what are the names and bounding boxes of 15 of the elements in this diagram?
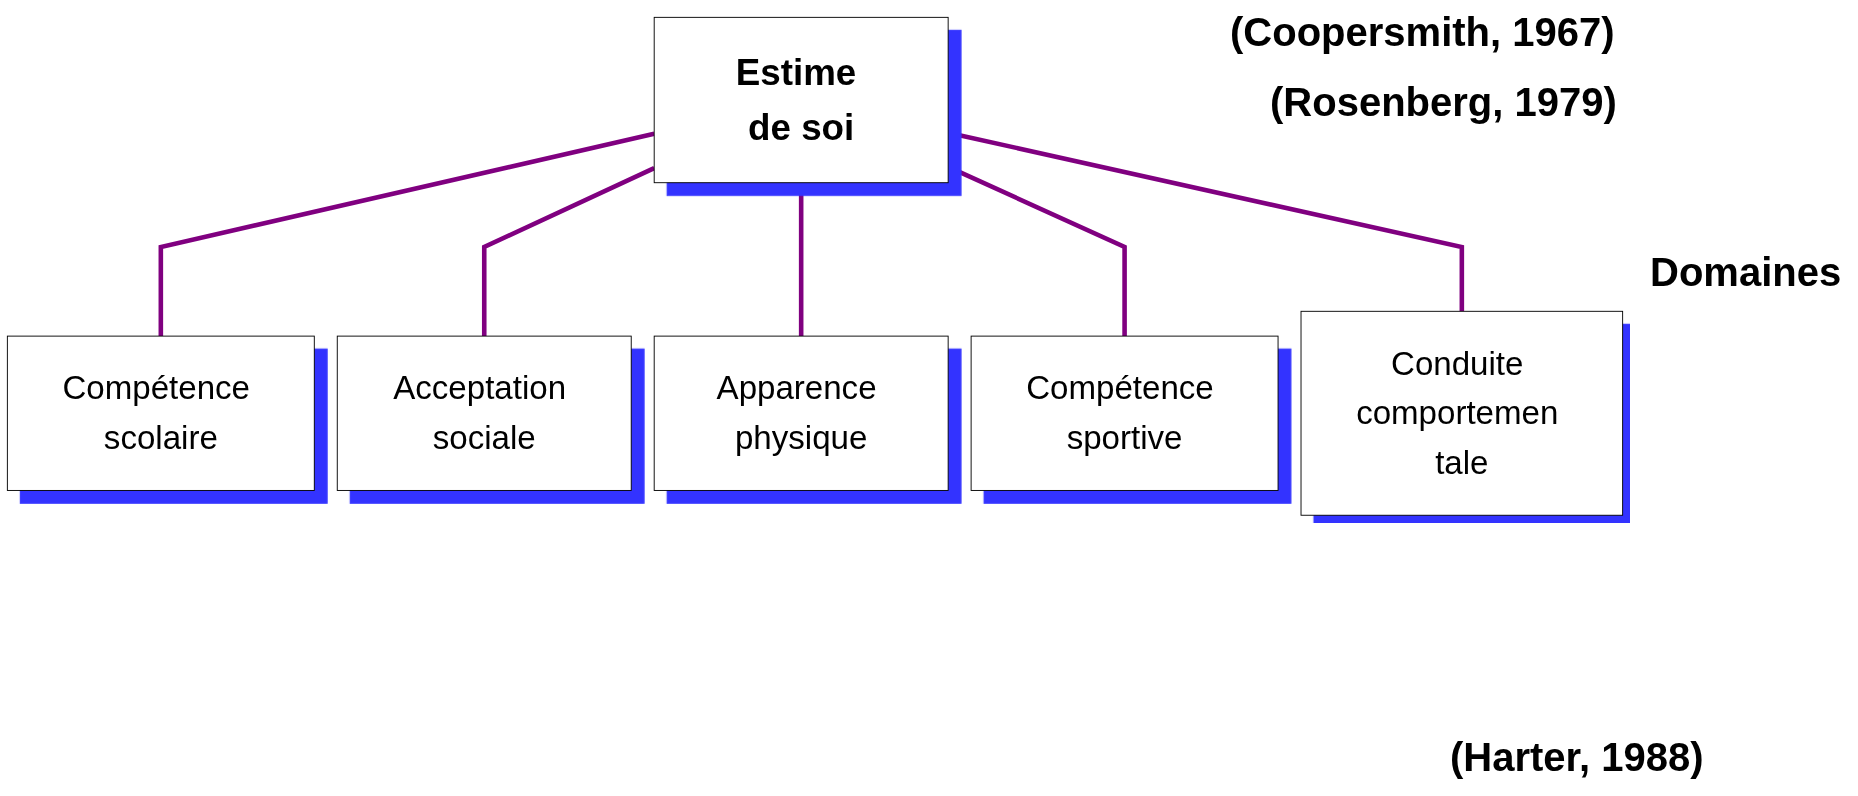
node-box: Compétence scolaire (6, 335, 315, 491)
note-text: (Rosenberg, 1979) (1270, 80, 1617, 125)
node-box: Apparence physique (653, 335, 949, 491)
connector (947, 130, 1465, 312)
node-box: Estime de soi (653, 16, 949, 184)
connector (947, 164, 1127, 337)
connector (481, 166, 656, 337)
node-box: Acceptation sociale (336, 335, 632, 491)
connector (158, 131, 655, 337)
node-box: Compétence sportive (970, 335, 1279, 491)
note-text: (Coopersmith, 1967) (1230, 10, 1615, 55)
node-box: Conduite comportemen tale (1300, 310, 1624, 516)
note-text: Domaines (1650, 250, 1842, 295)
note-text: (Harter, 1988) (1450, 735, 1704, 780)
connector (798, 182, 804, 337)
